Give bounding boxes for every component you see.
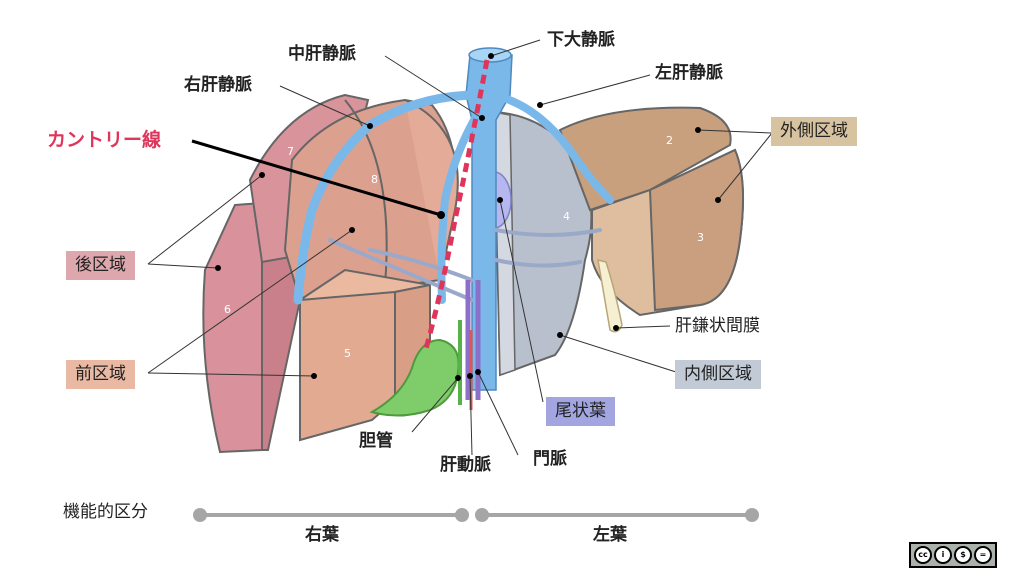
label-ivc: 下大静脈 (547, 30, 615, 50)
portal-vein-shape (465, 280, 481, 400)
label-hepatic-artery: 肝動脈 (440, 455, 491, 475)
segment-3-side (648, 148, 745, 312)
label-cantlie-line: カントリー線 (47, 129, 162, 151)
leader-lines (147, 39, 773, 456)
label-functional-division: 機能的区分 (63, 502, 148, 522)
segment-2-shape (558, 106, 732, 212)
functional-division-bar (193, 508, 759, 522)
region-caudate: 尾状葉 (546, 397, 615, 426)
gallbladder-shape (369, 338, 460, 417)
falciform-ligament-shape (597, 258, 623, 333)
label-left-lobe: 左葉 (593, 525, 627, 545)
region-lateral: 外側区域 (771, 117, 857, 146)
right-hv-shape (293, 90, 483, 305)
middle-hv-shape (437, 106, 484, 304)
cantlie-leader (191, 139, 442, 217)
portal-branches (328, 228, 602, 302)
cc-icon: cc (914, 546, 932, 564)
segment-6-label: 6 (224, 303, 231, 316)
cantlie-line (422, 59, 490, 353)
segment-8-label: 8 (371, 173, 378, 186)
segment-3-label: 3 (697, 231, 704, 244)
attribution-icon: i (934, 546, 952, 564)
cc-license-badge: cc i $ = (909, 542, 997, 568)
label-left-hepatic-vein: 左肝静脈 (655, 63, 723, 83)
segment-4-label: 4 (563, 210, 570, 223)
label-middle-hepatic-vein: 中肝静脈 (288, 44, 356, 64)
label-right-lobe: 右葉 (305, 525, 339, 545)
segment-5-shape (299, 288, 407, 442)
noderivatives-icon: = (974, 546, 992, 564)
leader-dots (215, 53, 721, 381)
segment-2-label: 2 (666, 134, 673, 147)
segment-5-label: 5 (344, 347, 351, 360)
label-falciform-ligament: 肝鎌状間膜 (675, 316, 760, 336)
label-bile-duct: 胆管 (359, 431, 393, 451)
left-hv-shape (500, 94, 614, 204)
region-medial: 内側区域 (675, 360, 761, 389)
noncommercial-icon: $ (954, 546, 972, 564)
segment-7-label: 7 (287, 145, 294, 158)
region-anterior: 前区域 (66, 360, 135, 389)
label-portal-vein: 門脈 (533, 449, 567, 469)
region-posterior: 後区域 (66, 251, 135, 280)
label-right-hepatic-vein: 右肝静脈 (184, 75, 252, 95)
